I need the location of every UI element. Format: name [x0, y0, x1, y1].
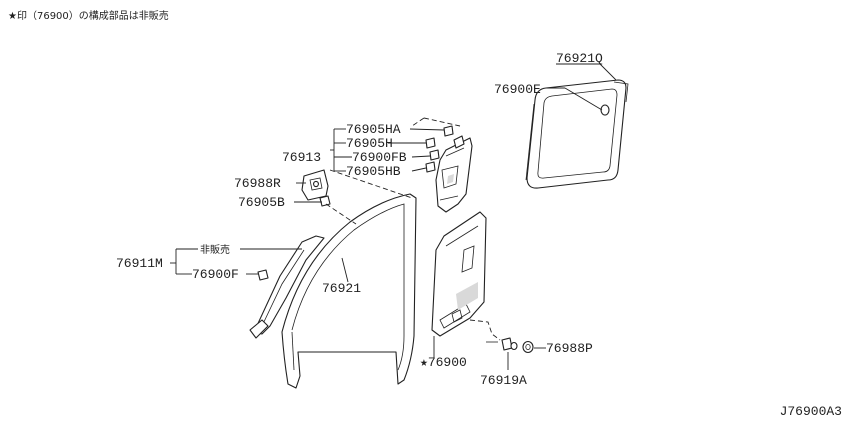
- callout-76921: 76921: [322, 281, 361, 296]
- callout-76911m: 76911M: [116, 256, 163, 271]
- pillar-trim-lower-76900: [431, 211, 487, 337]
- callout-labels: 76921Q 76900E 76905HA 76905H 76913 76900…: [116, 51, 603, 388]
- bolt-76919a: [486, 337, 518, 351]
- bracket-76988r: [301, 169, 331, 207]
- callout-76988r: 76988R: [234, 176, 281, 191]
- callout-76905h: 76905H: [346, 136, 393, 151]
- cap-76988p: [522, 340, 534, 354]
- callout-76900fb: 76900FB: [352, 150, 407, 165]
- window-seal-76921q: [525, 79, 629, 189]
- callout-76921q: 76921Q: [556, 51, 603, 66]
- clips-76905-group: [425, 125, 454, 173]
- callout-not-for-sale: 非販売: [200, 243, 230, 256]
- callout-76988p: 76988P: [546, 341, 593, 356]
- clip-76900f: [257, 269, 269, 281]
- callout-76905hb: 76905HB: [346, 164, 401, 179]
- callout-76900f: 76900F: [192, 267, 239, 282]
- callout-76919a: 76919A: [480, 373, 527, 388]
- diagram-id: J76900A3: [779, 404, 842, 419]
- callout-76905ha: 76905HA: [346, 122, 401, 137]
- callout-76900: ★76900: [420, 355, 467, 370]
- header-note: ★印（76900）の構成部品は非販売: [8, 11, 169, 22]
- front-pillar-garnish-76911m: [249, 235, 325, 339]
- dashed-lines: [325, 117, 501, 341]
- pillar-trim-upper-76913: [435, 135, 473, 213]
- callout-76913: 76913: [282, 150, 321, 165]
- leader-lines: [170, 63, 617, 370]
- callout-76900e: 76900E: [494, 82, 541, 97]
- callout-76905b: 76905B: [238, 195, 285, 210]
- weatherstrip-76921: [281, 193, 417, 389]
